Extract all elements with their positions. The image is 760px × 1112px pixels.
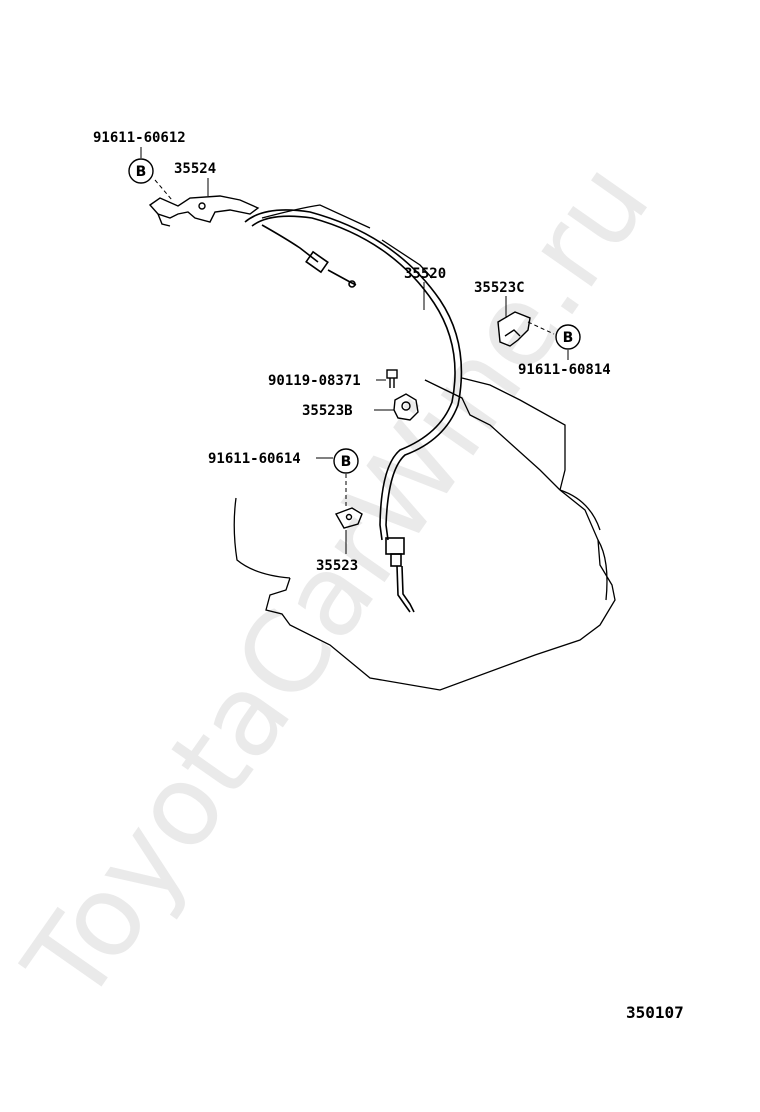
clip-35523: [334, 507, 363, 529]
label-91611-60814: 91611-60814: [518, 362, 611, 378]
bracket-35523c: [497, 311, 531, 347]
callout-b2: B: [555, 324, 581, 350]
cable-35520: [244, 209, 463, 613]
callout-b2-text: B: [563, 330, 574, 346]
diagram-code: 350107: [626, 1003, 684, 1022]
label-90119-08371: 90119-08371: [268, 373, 361, 389]
label-91611-60612: 91611-60612: [93, 130, 186, 146]
callout-b1-text: B: [136, 164, 147, 180]
label-35520: 35520: [404, 266, 446, 282]
label-35523c: 35523C: [474, 280, 525, 296]
label-35524: 35524: [174, 161, 216, 177]
label-35523b: 35523B: [302, 403, 353, 419]
label-91611-60614: 91611-60614: [208, 451, 301, 467]
clamp-35523b: [393, 393, 419, 421]
watermark: ToyotaCarWine.ru: [0, 140, 675, 1026]
leader-lines: [140, 147, 569, 554]
callout-b3-text: B: [341, 454, 352, 470]
callout-b1: B: [128, 158, 154, 184]
bracket-35524: [148, 195, 260, 227]
callout-b3: B: [333, 448, 359, 474]
bolt-90119-08371: [386, 369, 398, 388]
label-35523: 35523: [316, 558, 358, 574]
